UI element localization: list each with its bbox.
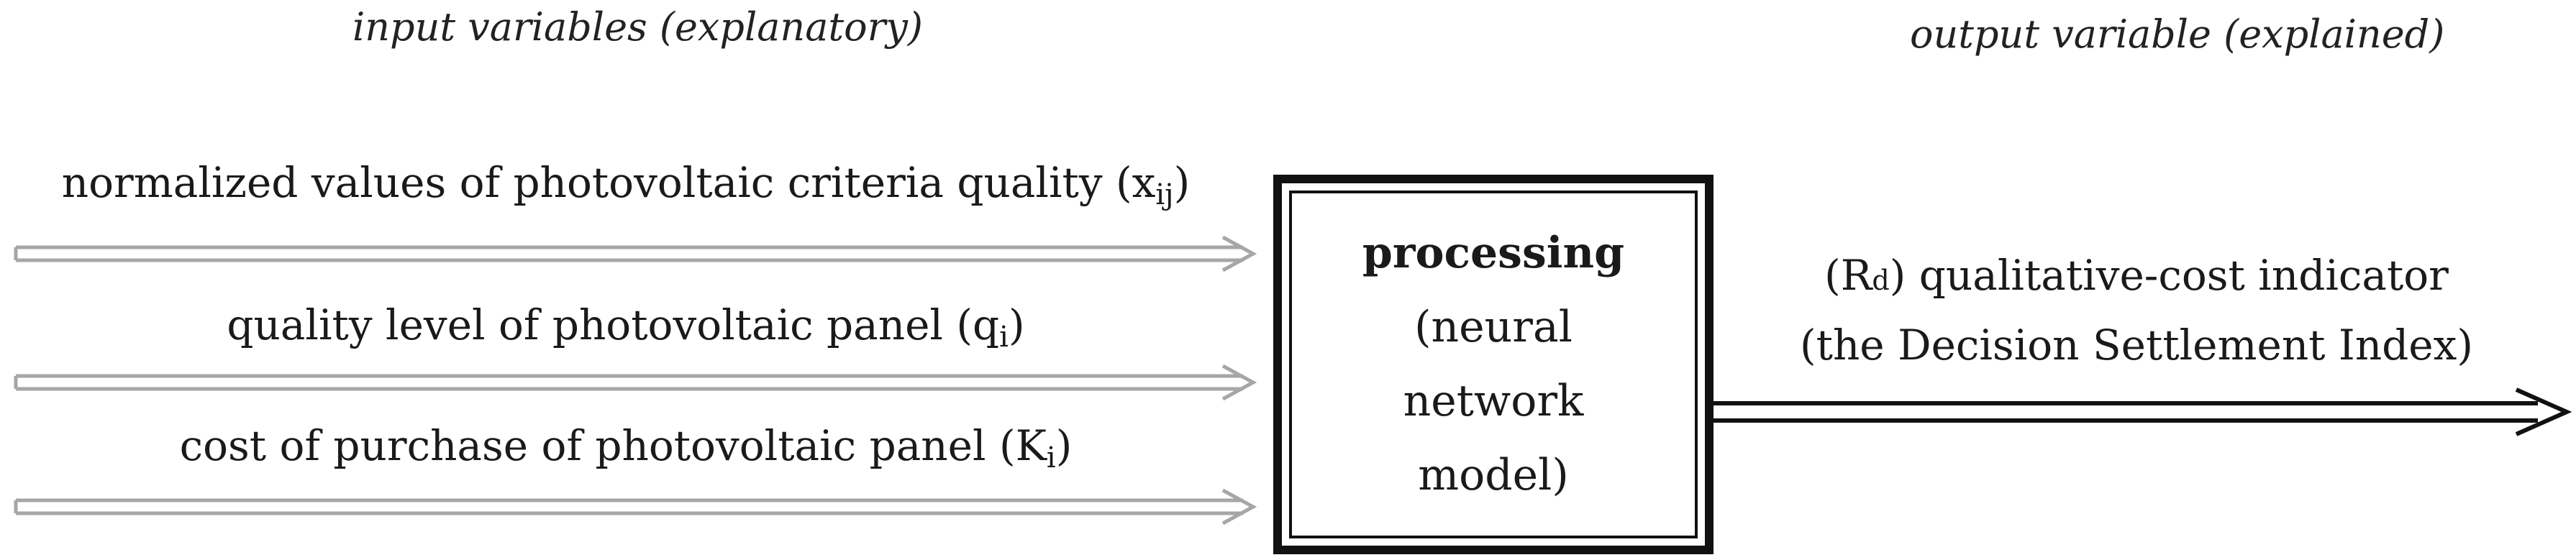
input-arrow-1 xyxy=(14,235,1257,272)
input-label-close: ) xyxy=(1055,421,1073,470)
input-label-text: normalized values of photovoltaic criter… xyxy=(61,158,1156,207)
output-open: (R xyxy=(1824,251,1872,300)
input-label-criteria-quality: normalized values of photovoltaic criter… xyxy=(7,158,1244,211)
input-label-close: ) xyxy=(1008,300,1025,349)
input-arrow-3 xyxy=(14,488,1257,525)
input-label-quality-level: quality level of photovoltaic panel (qi) xyxy=(7,300,1244,354)
input-label-close: ) xyxy=(1173,158,1191,207)
processing-line-2: network xyxy=(1403,376,1584,426)
processing-line-3: model) xyxy=(1418,450,1569,501)
processing-title: processing xyxy=(1362,227,1625,278)
input-label-subscript: ij xyxy=(1155,178,1174,211)
input-label-purchase-cost: cost of purchase of photovoltaic panel (… xyxy=(7,421,1244,474)
output-label: (Rd) qualitative-cost indicator (the Dec… xyxy=(1719,241,2554,380)
output-line-1-rest: ) qualitative-cost indicator xyxy=(1889,251,2449,300)
input-label-subscript: i xyxy=(1046,441,1056,474)
input-variables-header: input variables (explanatory) xyxy=(352,4,923,50)
output-subscript: d xyxy=(1872,265,1890,296)
processing-box: processing (neural network model) xyxy=(1273,175,1713,554)
processing-box-inner: processing (neural network model) xyxy=(1289,191,1698,538)
input-label-text: cost of purchase of photovoltaic panel (… xyxy=(179,421,1047,470)
output-variable-header: output variable (explained) xyxy=(1910,12,2445,57)
processing-line-1: (neural xyxy=(1414,301,1573,352)
input-label-subscript: i xyxy=(999,321,1009,354)
output-arrow xyxy=(1713,387,2572,436)
input-arrow-2 xyxy=(14,364,1257,401)
output-label-line-1: (Rd) qualitative-cost indicator xyxy=(1719,241,2554,311)
input-label-text: quality level of photovoltaic panel (q xyxy=(227,300,1000,349)
output-label-line-2: (the Decision Settlement Index) xyxy=(1800,320,2473,369)
